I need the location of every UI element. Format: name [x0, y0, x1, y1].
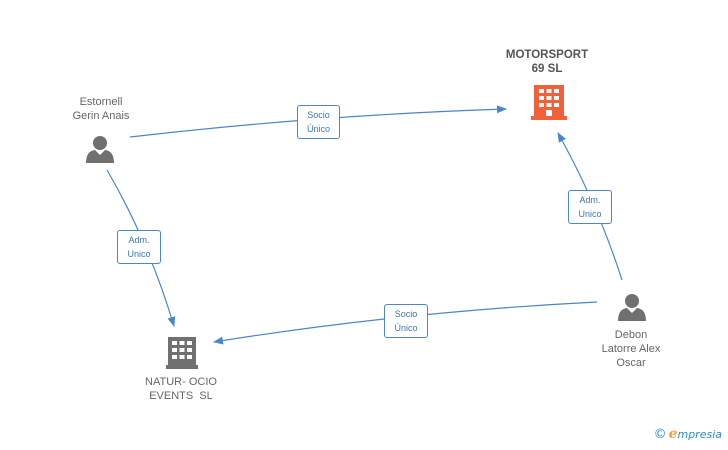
- node-label-naturocio[interactable]: NATUR- OCIO EVENTS SL: [126, 375, 236, 403]
- edge-label-socio-unico[interactable]: Socio Único: [384, 304, 428, 338]
- node-name-line: Estornell: [79, 96, 123, 108]
- edge-label-adm-unico[interactable]: Adm. Unico: [117, 230, 161, 264]
- edge-label-line: Unico: [578, 209, 602, 219]
- edge-label-socio-unico[interactable]: Socio Único: [297, 105, 340, 139]
- node-label-debon[interactable]: Debon Latorre Alex Oscar: [576, 328, 686, 370]
- copyright-icon: ©: [653, 427, 667, 442]
- brand-name: mpresia: [677, 428, 722, 441]
- building-icon[interactable]: [166, 337, 198, 369]
- edge-label-line: Adm.: [128, 235, 150, 245]
- building-icon[interactable]: [531, 85, 567, 120]
- node-name-line: Debon: [614, 329, 648, 341]
- empresia-logo[interactable]: ©empresia: [654, 426, 722, 442]
- edge-label-line: Único: [306, 124, 330, 134]
- edge-label-line: Unico: [127, 249, 151, 259]
- edge-label-line: Socio: [394, 309, 418, 319]
- node-name-line: Latorre Alex: [601, 343, 661, 355]
- node-label-motorsport[interactable]: MOTORSPORT 69 SL: [492, 48, 602, 76]
- edge-label-adm-unico[interactable]: Adm. Unico: [568, 190, 612, 224]
- edge-label-line: Adm.: [579, 195, 601, 205]
- node-name-line: Gerin Anais: [72, 110, 130, 122]
- node-name-line: MOTORSPORT: [505, 49, 589, 61]
- node-name-line: Oscar: [616, 357, 646, 369]
- person-icon[interactable]: [86, 136, 114, 163]
- node-name-line: EVENTS SL: [149, 390, 213, 402]
- person-icon[interactable]: [618, 294, 646, 321]
- node-label-estornell[interactable]: Estornell Gerin Anais: [46, 95, 156, 123]
- edge-label-line: Socio: [307, 110, 330, 120]
- node-name-line: NATUR- OCIO: [145, 376, 217, 388]
- edge-label-line: Único: [394, 323, 418, 333]
- brand-initial: e: [668, 426, 678, 442]
- node-name-line: 69 SL: [531, 63, 563, 75]
